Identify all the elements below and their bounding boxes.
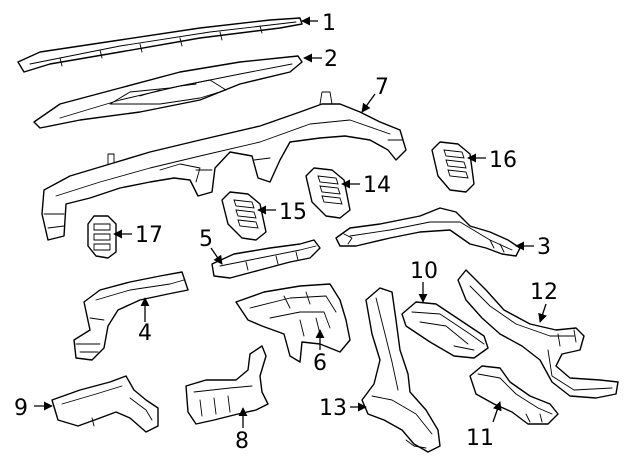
part-3-side-duct <box>335 207 521 257</box>
callout-17-label: 17 <box>135 223 163 248</box>
callout-6: 6 <box>313 329 327 376</box>
callout-13-label: 13 <box>319 396 347 421</box>
callout-9: 9 <box>14 396 53 421</box>
callout-5: 5 <box>199 227 223 265</box>
callout-2-label: 2 <box>324 47 338 72</box>
part-10-duct <box>401 301 489 359</box>
part-8-center-lower-duct <box>185 345 269 425</box>
callout-2: 2 <box>303 47 338 72</box>
callout-6-label: 6 <box>313 351 327 376</box>
part-11-rear-floor-duct <box>469 365 559 425</box>
callout-10-label: 10 <box>410 259 438 284</box>
callout-1-label: 1 <box>322 11 336 36</box>
callout-15: 15 <box>257 200 307 225</box>
callout-11: 11 <box>466 401 502 451</box>
callout-3: 3 <box>515 235 551 260</box>
part-5-bracket <box>211 239 321 279</box>
part-17-vent <box>87 215 117 259</box>
part-15-vent <box>221 191 267 241</box>
callout-14: 14 <box>341 173 391 198</box>
callout-1: 1 <box>301 11 336 36</box>
part-13-tall-rear-duct <box>361 287 441 453</box>
callout-8-label: 8 <box>235 429 249 454</box>
callout-9-label: 9 <box>14 396 28 421</box>
callout-8: 8 <box>235 407 249 454</box>
part-12-right-rear-duct <box>457 269 619 399</box>
callout-3-label: 3 <box>537 235 551 260</box>
callout-12-label: 12 <box>530 280 558 305</box>
callout-17: 17 <box>113 223 163 248</box>
callout-11-label: 11 <box>466 426 494 451</box>
callout-16-label: 16 <box>489 148 517 173</box>
callout-10: 10 <box>410 259 438 303</box>
part-7-main-duct <box>41 91 407 241</box>
callout-7: 7 <box>361 75 389 113</box>
part-16-vent <box>431 141 475 193</box>
part-6-center-duct <box>235 283 351 363</box>
part-9-lower-left-duct <box>51 375 159 433</box>
part-14-vent <box>305 167 351 219</box>
callout-5-label: 5 <box>199 227 213 252</box>
callout-15-label: 15 <box>279 200 307 225</box>
part-2-defroster-duct <box>33 55 303 129</box>
callout-14-label: 14 <box>363 173 391 198</box>
callout-4: 4 <box>138 297 152 346</box>
callout-12: 12 <box>530 280 558 323</box>
callout-4-label: 4 <box>138 321 152 346</box>
callout-7-label: 7 <box>375 75 389 100</box>
part-4-left-duct <box>73 271 189 361</box>
callout-13: 13 <box>319 396 367 421</box>
callout-16: 16 <box>467 148 517 173</box>
